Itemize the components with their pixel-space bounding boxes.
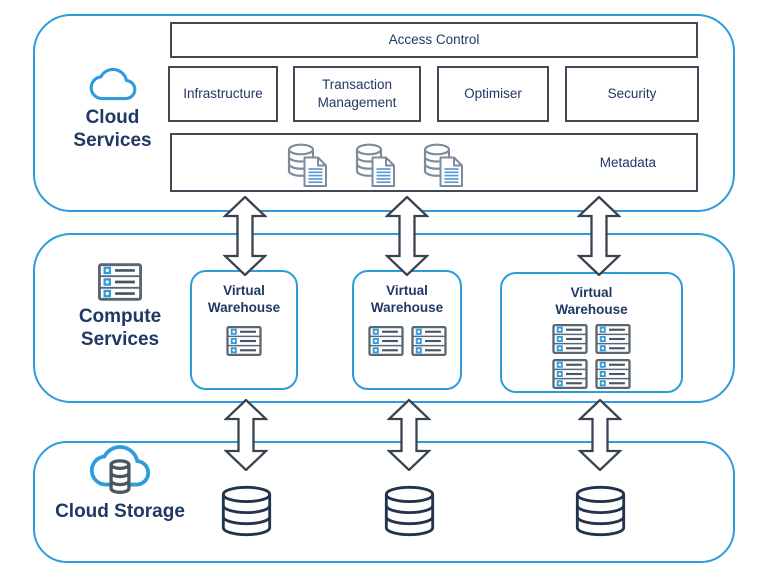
server-icon [367,325,404,356]
database-document-icon [352,140,399,188]
cloud-storage-title: Cloud Storage [55,501,185,522]
optimiser-box: Optimiser [437,66,549,122]
security-label: Security [607,86,657,102]
virtual-warehouse-3-servers [549,323,635,389]
access-control-box: Access Control [170,22,698,58]
virtual-warehouse-3-label: Virtual Warehouse [555,285,628,317]
infrastructure-box: Infrastructure [168,66,278,122]
access-control-label: Access Control [388,32,480,48]
compute-services-title: Compute Services [78,306,162,351]
double-arrow-icon [224,399,268,471]
database-cylinder-icon [574,484,627,538]
double-arrow-icon [387,399,431,471]
virtual-warehouse-2-servers [354,325,460,356]
virtual-warehouse-1-servers [192,325,296,356]
optimiser-label: Optimiser [464,86,522,102]
server-icon [410,325,447,356]
double-arrow-icon [385,196,429,276]
metadata-box: Metadata [170,133,698,192]
security-box: Security [565,66,699,122]
database-cylinder-icon [383,484,436,538]
compute-services-label-group: Compute Services [50,263,190,351]
server-icon [552,323,588,354]
server-icon [595,358,631,389]
metadata-icons [284,140,467,188]
virtual-warehouse-3: Virtual Warehouse [500,272,683,393]
server-icon [552,358,588,389]
double-arrow-icon [577,196,621,276]
metadata-label: Metadata [599,154,656,170]
virtual-warehouse-2-label: Virtual Warehouse [370,283,444,315]
virtual-warehouse-1-label: Virtual Warehouse [207,283,281,315]
transaction-management-label: Transaction Management [317,77,397,110]
server-icon [226,325,262,356]
double-arrow-icon [223,196,267,276]
virtual-warehouse-2: Virtual Warehouse [352,270,462,390]
double-arrow-icon [578,399,622,471]
transaction-management-box: Transaction Management [293,66,421,122]
database-document-icon [284,140,331,188]
server-icon [595,323,631,354]
cloud-icon [89,66,137,102]
cloud-database-icon [89,444,151,496]
infrastructure-label: Infrastructure [183,86,263,102]
server-icon [98,263,142,301]
database-cylinder-icon [220,484,273,538]
database-document-icon [420,140,467,188]
cloud-storage-label-group: Cloud Storage [50,444,190,523]
cloud-services-title: Cloud Services [73,107,152,152]
virtual-warehouse-1: Virtual Warehouse [190,270,298,390]
cloud-services-label-group: Cloud Services [45,66,180,152]
